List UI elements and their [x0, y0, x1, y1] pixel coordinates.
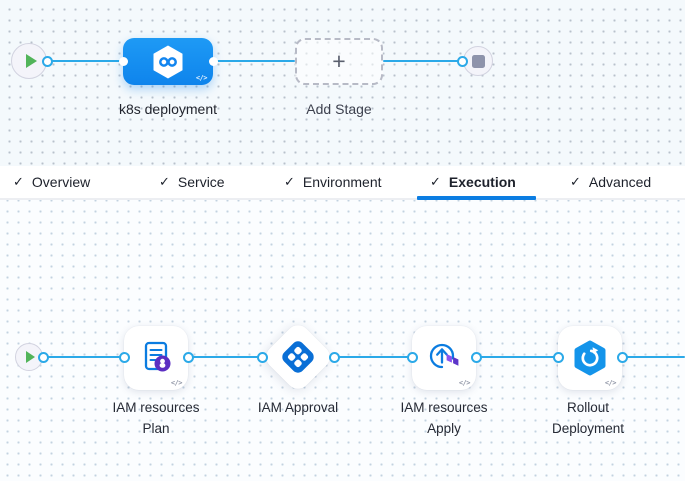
connector-line: [47, 59, 123, 63]
connector-dot: [456, 55, 468, 67]
connector-dot: [552, 351, 564, 363]
check-icon: ✓: [159, 174, 170, 189]
stage-config-tabs: ✓ Overview ✓ Service ✓ Environment ✓ Exe…: [0, 166, 685, 200]
connector-dot: [616, 351, 628, 363]
tab-overview[interactable]: ✓ Overview: [13, 166, 90, 198]
tabbar-divider: [0, 198, 685, 200]
tab-execution[interactable]: ✓ Execution: [430, 166, 516, 198]
active-tab-indicator: [417, 196, 536, 200]
stage-label: k8s deployment: [118, 101, 218, 117]
connector-line: [334, 355, 412, 359]
play-icon: [25, 54, 37, 68]
step-node-iam-resources-apply[interactable]: </>: [412, 326, 476, 390]
stage-node-k8s-deployment[interactable]: </>: [123, 38, 213, 85]
connector-dot: [41, 55, 53, 67]
connector-dot: [118, 351, 130, 363]
connector-dot: [182, 351, 194, 363]
terraform-plan-icon: [144, 341, 171, 372]
tab-label: Execution: [448, 174, 516, 190]
yaml-code-icon: </>: [458, 379, 471, 387]
yaml-code-icon: </>: [195, 74, 208, 82]
connector-dot: [328, 351, 340, 363]
connector-line: [622, 355, 685, 359]
tab-label: Advanced: [588, 174, 652, 190]
step-label: Rollout Deployment: [551, 400, 625, 436]
step-node-iam-resources-plan[interactable]: </>: [124, 326, 188, 390]
check-icon: ✓: [284, 174, 295, 189]
step-label: IAM resources Apply: [400, 400, 488, 436]
execution-canvas: </>: [0, 200, 685, 481]
tab-service[interactable]: ✓ Service: [159, 166, 225, 198]
check-icon: ✓: [430, 174, 441, 189]
tab-environment[interactable]: ✓ Environment: [284, 166, 382, 198]
tab-label: Environment: [302, 174, 382, 190]
connector-dot: [470, 351, 482, 363]
tab-advanced[interactable]: ✓ Advanced: [570, 166, 651, 198]
rollout-deployment-icon: [574, 340, 606, 376]
check-icon: ✓: [570, 174, 581, 189]
play-icon: [26, 351, 35, 363]
plus-icon: +: [332, 48, 346, 74]
check-icon: ✓: [13, 174, 24, 189]
step-label: IAM Approval: [257, 400, 339, 415]
connector-dot: [37, 351, 49, 363]
connector-dot: [406, 351, 418, 363]
connector-dot: [118, 56, 128, 66]
tab-label: Overview: [31, 174, 91, 190]
connector-dot: [256, 351, 268, 363]
pipeline-end-node: [463, 46, 493, 76]
pipeline-start-node: [11, 43, 47, 79]
connector-line: [213, 59, 295, 63]
tab-label: Service: [177, 174, 225, 190]
stop-icon: [471, 54, 485, 68]
connector-dot: [208, 56, 218, 66]
k8s-stage-icon: [153, 45, 183, 78]
approval-icon: [282, 341, 314, 373]
connector-line: [43, 355, 124, 359]
yaml-code-icon: </>: [170, 379, 183, 387]
stage-canvas: </> + k8s deployment Add Stage: [0, 0, 685, 166]
connector-line: [383, 59, 462, 63]
connector-line: [476, 355, 558, 359]
add-stage-label: Add Stage: [306, 101, 372, 117]
yaml-code-icon: </>: [604, 379, 617, 387]
terraform-apply-icon: [429, 343, 459, 369]
add-stage-button[interactable]: +: [295, 38, 383, 85]
step-label: IAM resources Plan: [112, 400, 200, 436]
connector-line: [188, 355, 262, 359]
step-node-rollout-deployment[interactable]: </>: [558, 326, 622, 390]
